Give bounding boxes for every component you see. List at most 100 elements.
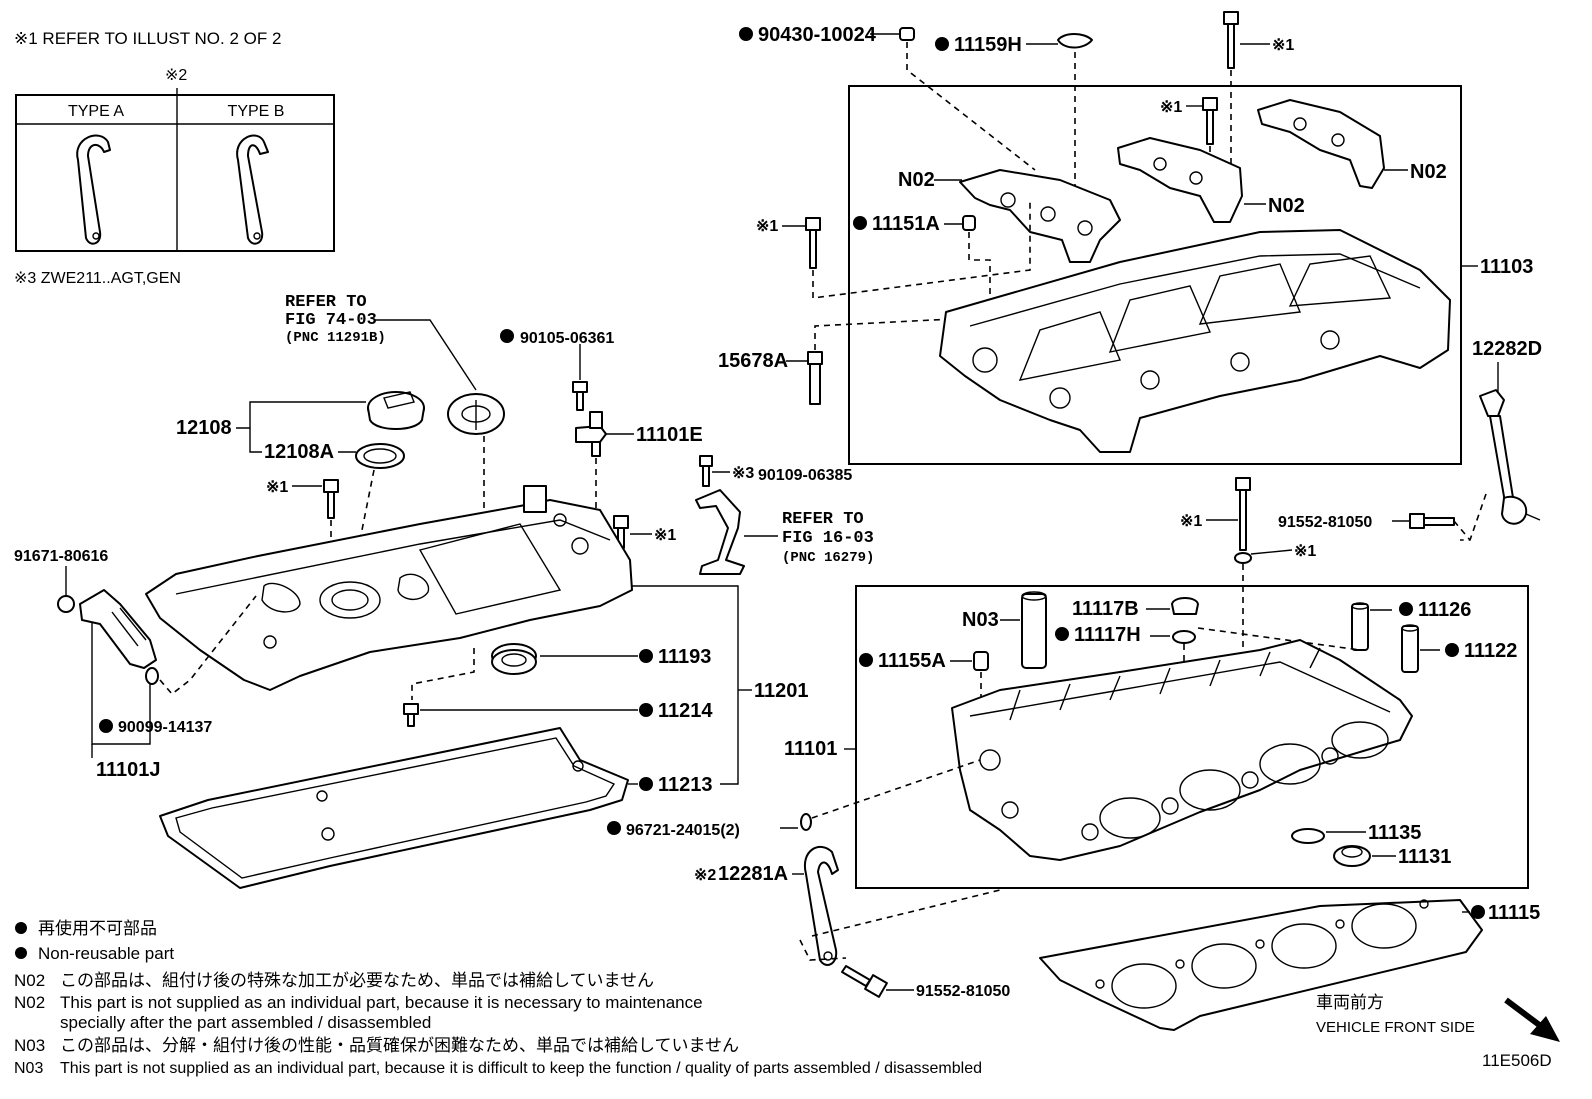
refer-fig-74-line1: REFER TO	[285, 293, 367, 312]
non-reusable-dot	[853, 216, 867, 230]
bolt-left-shape	[805, 217, 821, 269]
label-11193: 11193	[658, 646, 711, 668]
refer-fig-74-line3: (PNC 11291B)	[285, 330, 386, 346]
label-11103: 11103	[1480, 256, 1533, 278]
label-90109-06385: 90109-06385	[758, 467, 852, 484]
label-11213: 11213	[658, 774, 713, 796]
type-a-bracket-shape	[76, 134, 111, 245]
footnote-text: この部品は、組付け後の特殊な加工が必要なため、単品では補給していません	[60, 971, 654, 990]
bracket-12281A-shape	[803, 846, 839, 966]
non-reusable-dot	[1445, 643, 1459, 657]
gasket-11117H-shape	[1172, 630, 1196, 644]
camshaft-housing-group-box	[848, 85, 1462, 465]
emblem-shape	[447, 393, 505, 435]
mark-ref3: ※3	[732, 465, 754, 482]
label-12108A: 12108A	[264, 441, 334, 463]
refer-fig-16-line1: REFER TO	[782, 510, 864, 529]
mark-ref1: ※1	[1160, 99, 1182, 116]
plug-15678A-shape	[807, 351, 823, 405]
guide-11122-shape	[1401, 624, 1419, 673]
mark-ref1: ※1	[266, 479, 288, 496]
label-11201: 11201	[754, 680, 809, 702]
label-15678A: 15678A	[718, 350, 788, 372]
gasket-11135-shape	[1291, 828, 1325, 844]
sleeve-N03-shape	[1021, 591, 1047, 669]
camshaft-housing-shape	[939, 229, 1451, 453]
footnote-code: N02	[14, 971, 45, 990]
note-ref2-mark: ※2	[165, 67, 187, 84]
front-en: VEHICLE FRONT SIDE	[1316, 1019, 1475, 1036]
bearing-cap-right-shape	[1257, 99, 1385, 189]
label-90105-06361: 90105-06361	[520, 330, 614, 347]
washer-shape	[1234, 552, 1252, 564]
label-11126: 11126	[1418, 599, 1471, 621]
bolt-91671-shape	[57, 595, 75, 613]
type-a-header: TYPE A	[68, 103, 124, 120]
label-N02-right: N02	[1410, 161, 1447, 183]
label-12282D: 12282D	[1472, 338, 1542, 360]
dowel-pin-11151A-shape	[962, 215, 976, 231]
label-91671-80616: 91671-80616	[14, 548, 108, 565]
type-b-bracket-shape	[236, 134, 269, 245]
label-12281A: 12281A	[718, 863, 788, 885]
label-11155A: 11155A	[878, 650, 946, 672]
type-table: TYPE A TYPE B	[15, 88, 335, 252]
front-jp: 車両前方	[1316, 993, 1384, 1012]
gasket-90430-shape	[899, 27, 915, 41]
mark-ref1: ※1	[756, 218, 778, 235]
non-reusable-dot	[859, 653, 873, 667]
gasket-11213-shape	[159, 727, 629, 889]
label-11159H: 11159H	[954, 34, 1022, 56]
figure-id: 11E506D	[1482, 1051, 1552, 1070]
footnote-code: N03	[14, 1060, 43, 1077]
oil-control-valve-shape	[79, 589, 159, 685]
legend-dot	[15, 922, 27, 934]
label-96721-24015: 96721-24015(2)	[626, 822, 740, 839]
legend-dot	[15, 947, 27, 959]
label-N02-mid: N02	[1268, 195, 1305, 217]
non-reusable-dot	[739, 27, 753, 41]
note-zwe211: ※3 ZWE211..AGT,GEN	[14, 270, 181, 287]
mark-ref1: ※1	[1294, 543, 1316, 560]
label-91552-81050-lower: 91552-81050	[916, 983, 1010, 1000]
seal-11193-shape	[491, 643, 537, 675]
guide-11126-shape	[1351, 602, 1369, 651]
footnote-text: This part is not supplied as an individu…	[60, 1060, 982, 1077]
bracket-12282D-shape	[1479, 389, 1541, 525]
dowel-11155A-shape	[973, 651, 989, 671]
non-reusable-dot	[607, 821, 621, 835]
label-11214: 11214	[658, 700, 713, 722]
label-11151A: 11151A	[872, 213, 940, 235]
footnote-text: この部品は、分解・組付け後の性能・品質確保が困難なため、単品では補給していません	[60, 1036, 739, 1055]
non-reusable-dot	[1471, 905, 1485, 919]
cylinder-head-group-box	[855, 585, 1529, 889]
bolt-90105-shape	[572, 381, 588, 411]
type-b-header: TYPE B	[228, 103, 285, 120]
non-reusable-dot	[639, 649, 653, 663]
head-bolt-shape	[1235, 477, 1251, 551]
label-11101J: 11101J	[96, 759, 161, 781]
refer-fig-74-line2: FIG 74-03	[285, 311, 377, 330]
bolt-11214-shape	[403, 703, 419, 727]
cylinder-head-shape	[951, 639, 1413, 861]
label-N02-left: N02	[898, 169, 935, 191]
bracket-fig16-shape	[695, 489, 745, 575]
bolt-shape	[1202, 97, 1218, 145]
non-reusable-dot	[500, 329, 514, 343]
legend-en: Non-reusable part	[38, 944, 174, 963]
front-arrow-icon	[1504, 997, 1560, 1042]
non-reusable-dot	[1055, 627, 1069, 641]
gasket-12108A-shape	[355, 443, 405, 469]
bearing-cap-mid-shape	[1117, 137, 1243, 223]
refer-fig-16-line2: FIG 16-03	[782, 529, 874, 548]
non-reusable-dot	[1399, 602, 1413, 616]
label-11117B: 11117B	[1072, 598, 1139, 620]
refer-fig-16-line3: (PNC 16279)	[782, 550, 874, 566]
label-90430-10024: 90430-10024	[758, 24, 877, 46]
mark-ref1: ※1	[654, 527, 676, 544]
label-91552-81050-right: 91552-81050	[1278, 514, 1372, 531]
sensor-11101E-shape	[575, 411, 607, 457]
label-11101E: 11101E	[636, 424, 703, 446]
footnote-text: specially after the part assembled / dis…	[60, 1013, 431, 1032]
